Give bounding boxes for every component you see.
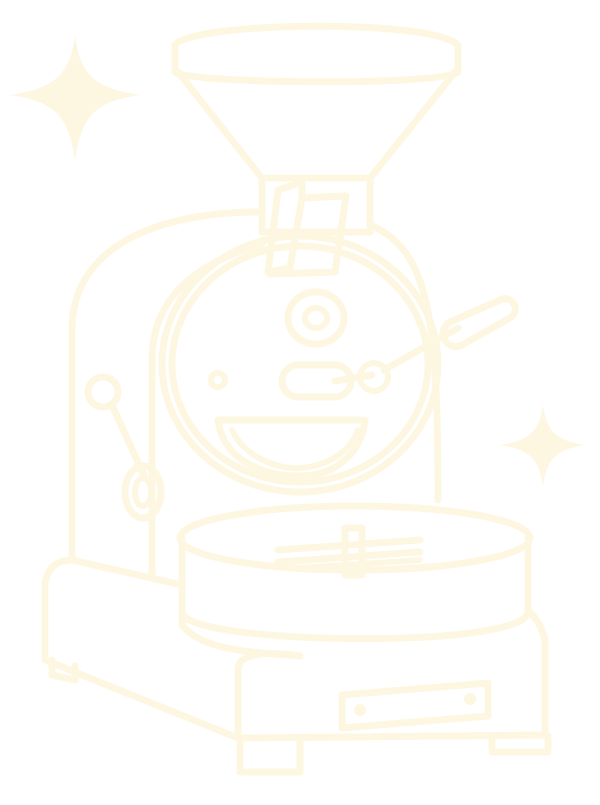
sparkle-large-icon [10, 35, 140, 160]
sparkle-small-icon [500, 405, 585, 487]
roaster-body [68, 208, 266, 564]
drum-door [158, 232, 442, 496]
drum-handle [439, 295, 519, 350]
hopper [171, 22, 462, 86]
lever-knob [84, 373, 122, 411]
roaster-machine-icon [41, 22, 552, 776]
roaster-base [41, 556, 76, 664]
cooling-tray [176, 502, 534, 574]
